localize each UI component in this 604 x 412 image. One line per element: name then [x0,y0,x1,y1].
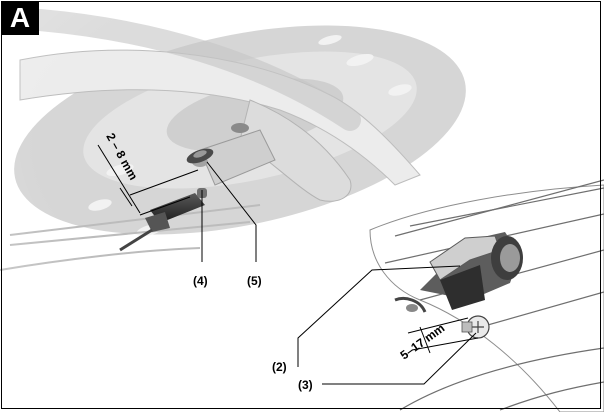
leader-5 [206,161,257,262]
callout-2: (2) [272,360,287,374]
mounting-screw [461,315,490,339]
callout-3: (3) [298,378,313,392]
upper-dimension [97,144,199,216]
leader-3 [322,332,477,385]
spoke-magnet-clip [394,232,523,313]
leader-2 [297,265,461,367]
chainstay-scene [369,179,604,412]
callout-4: (4) [193,274,208,288]
chainstay [369,184,604,412]
leader-lines [201,161,477,385]
callout-5: (5) [247,274,262,288]
panel-label-badge: A [1,1,39,35]
